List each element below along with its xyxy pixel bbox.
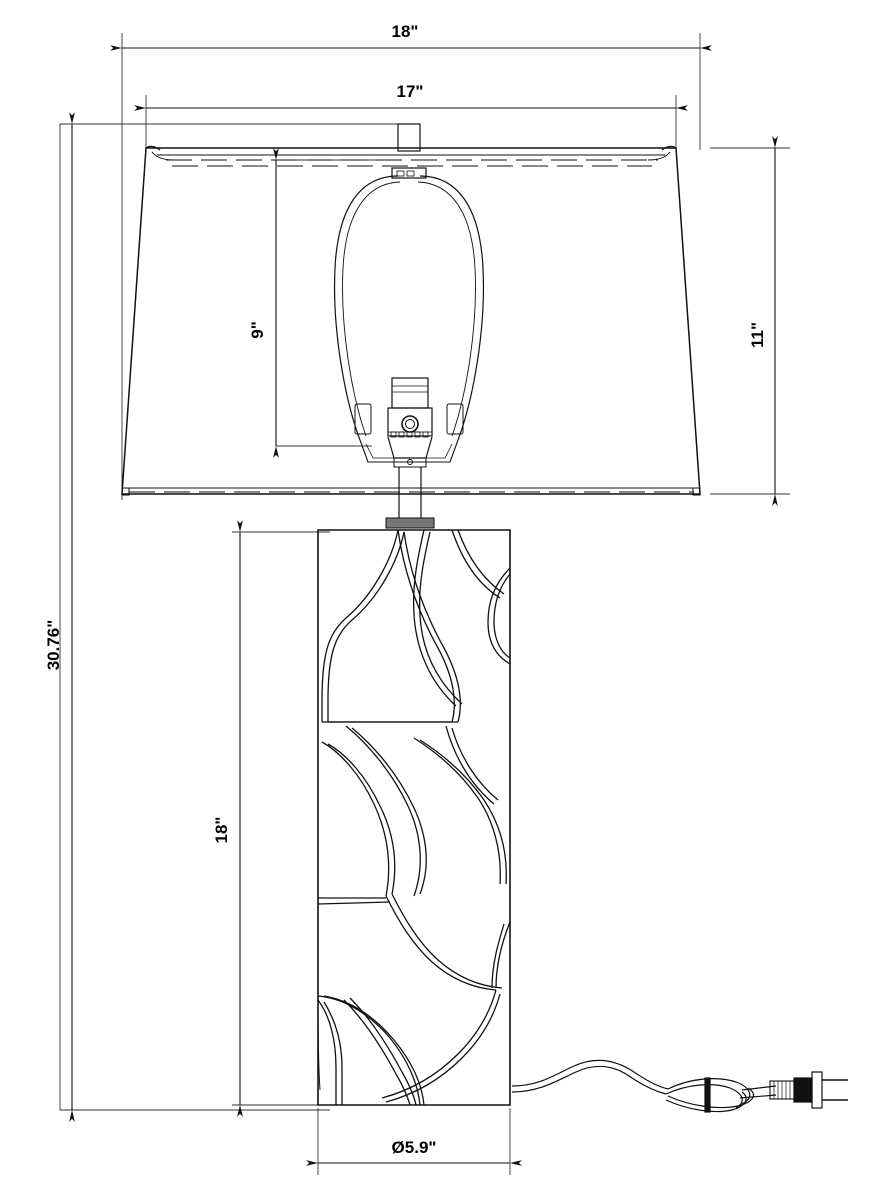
base-column (317, 529, 511, 1106)
dimension-label-shade-bottom-width: 18" (391, 22, 419, 41)
extension-lines (59, 33, 790, 1175)
finial (397, 123, 421, 152)
dimension-label-shade-top-width: 17" (396, 82, 424, 101)
dimension-label-shade-height: 11" (748, 321, 767, 349)
lampshade (121, 145, 701, 496)
dimension-label-overall-height: 30.76" (44, 619, 63, 671)
socket (387, 377, 433, 468)
dimension-label-base-height: 18" (212, 816, 231, 844)
dimension-label-harp-height: 9" (248, 321, 267, 339)
neck-stem (385, 467, 435, 529)
power-cord (511, 1059, 848, 1113)
dimension-label-base-diameter: Ø5.9" (391, 1138, 437, 1157)
dimension-lines (69, 45, 778, 1166)
harp (333, 167, 485, 463)
base-relief-pattern (317, 529, 511, 1106)
